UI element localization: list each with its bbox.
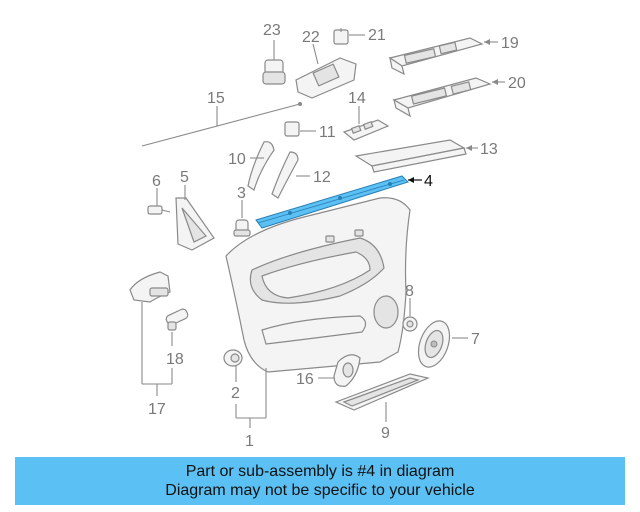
part-16-reflector [333,354,361,387]
callout-17-bracket [141,302,173,396]
callout-5: 5 [180,169,189,186]
callout-8: 8 [405,283,414,300]
callout-13: 13 [480,141,498,158]
part-13-armrest-bracket [354,139,467,173]
part-15-weatherstrip [141,102,302,147]
part-8-clip [402,316,418,332]
part-22-switch-housing [295,57,357,99]
part-2-grommet [223,349,243,367]
part-14-bezel [342,119,390,141]
part-20-switch-panel [392,77,492,118]
callout-17: 17 [148,401,166,418]
banner-line-1: Part or sub-assembly is #4 in diagram [185,463,455,480]
callout-14: 14 [348,90,366,107]
callout-1-bracket [235,368,267,428]
part-5-mirror-trim [175,197,215,251]
part-18-handle-part [165,308,189,331]
callout-4: 4 [424,173,433,190]
callout-2: 2 [231,385,240,402]
part-6-screw [147,205,171,215]
part-4-trim-molding [255,175,409,229]
callout-3: 3 [237,185,246,202]
callout-7: 7 [471,331,480,348]
callout-1: 1 [245,433,254,450]
part-19-switch-panel [388,37,484,76]
callout-22: 22 [302,29,320,46]
part-12-trim [271,151,299,199]
callout-18: 18 [166,351,184,368]
callout-16: 16 [296,371,314,388]
callout-10: 10 [228,151,246,168]
part-21-clip [333,28,349,45]
part-11-clip [284,121,300,137]
callout-23: 23 [263,22,281,39]
callout-15: 15 [207,90,225,107]
part-3-clip [233,219,251,237]
callout-19: 19 [501,35,519,52]
banner-line-2: Diagram may not be specific to your vehi… [165,482,475,499]
info-banner: Part or sub-assembly is #4 in diagram Di… [15,457,625,505]
part-10-trim [247,141,275,191]
part-9-pocket [334,373,430,411]
callout-9: 9 [381,425,390,442]
callout-6: 6 [152,173,161,190]
parts-diagram: 23 22 21 19 20 15 1 [129,22,526,450]
door-trim-panel [225,197,411,373]
callout-11: 11 [319,124,336,141]
part-23-knob [262,59,286,85]
callout-21: 21 [368,27,386,44]
part-17-handle [129,271,171,303]
callout-20: 20 [508,75,526,92]
callout-12: 12 [313,169,331,186]
part-7-speaker [417,320,451,368]
